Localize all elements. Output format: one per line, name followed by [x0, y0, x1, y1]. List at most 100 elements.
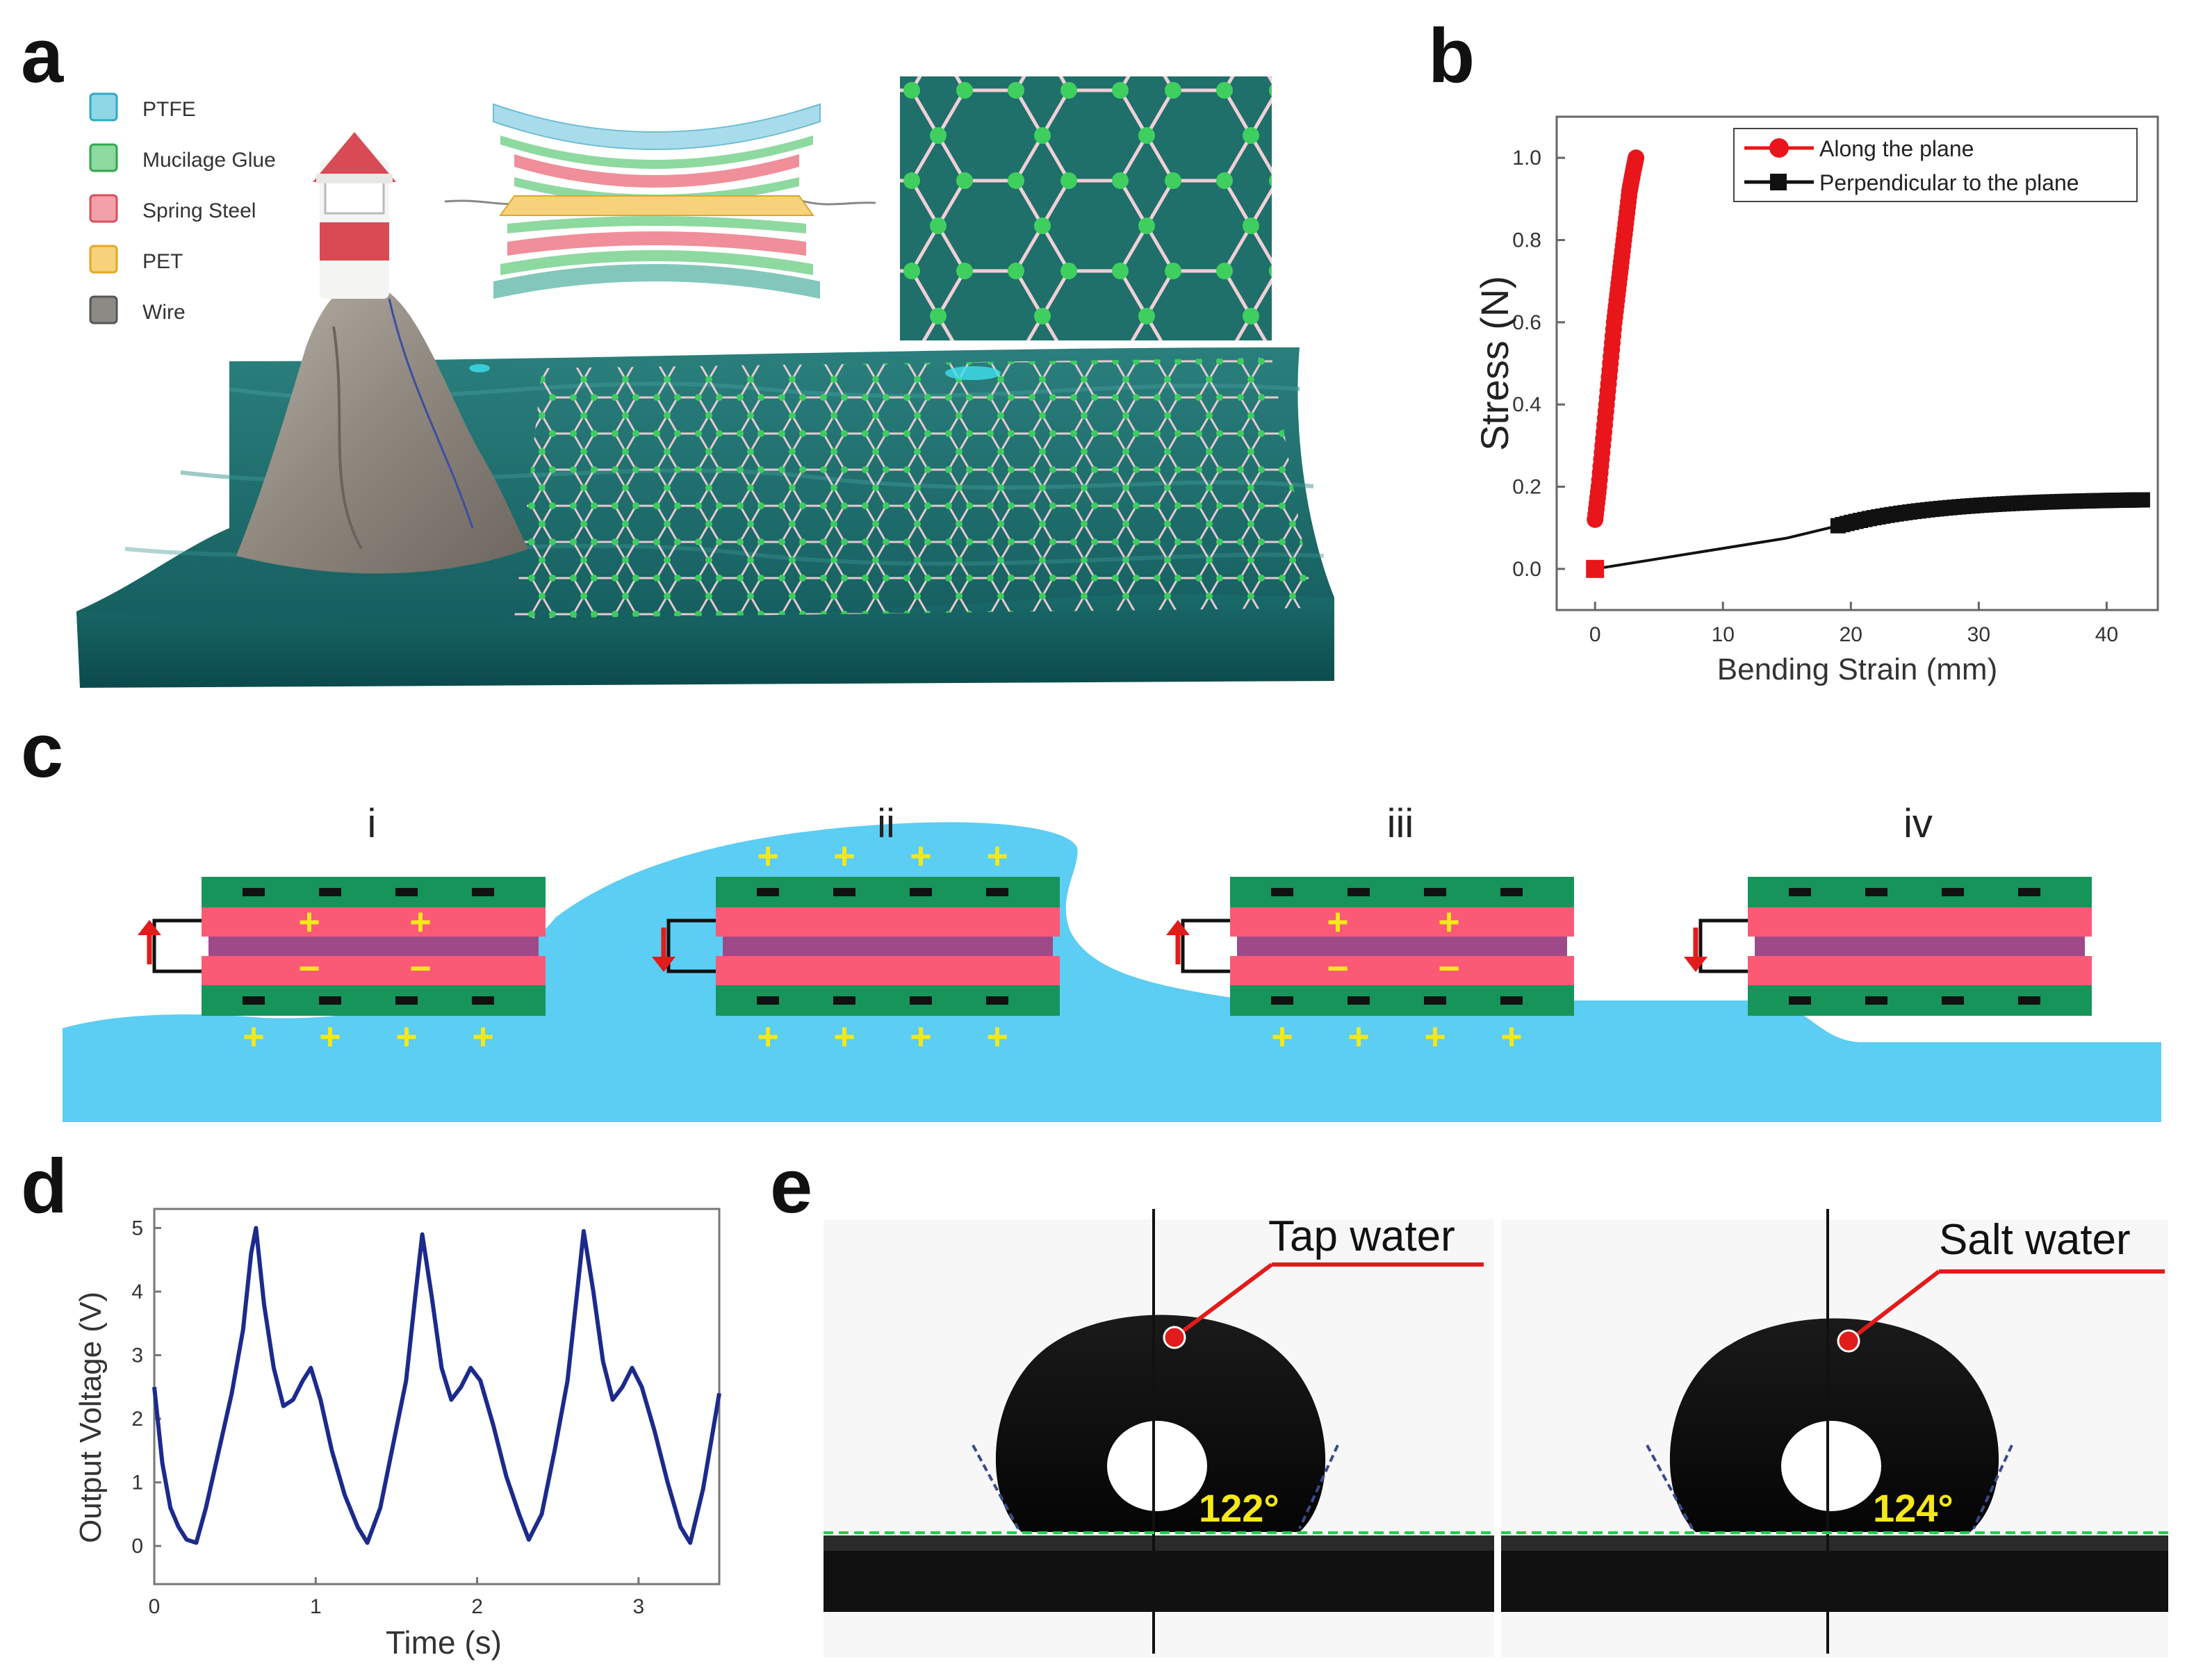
stage-iv: iv [1684, 801, 2092, 1016]
minus-charge: − [1438, 948, 1460, 989]
charge-bar [986, 996, 1008, 1005]
data-point-along [1628, 149, 1645, 167]
voltage-trace [152, 1226, 721, 1545]
charge-bar [1789, 996, 1811, 1005]
plot-frame [1555, 115, 2159, 611]
y-tick-label: 3 [131, 1344, 143, 1367]
charge-bar [319, 888, 341, 896]
liquid-label-tap: Tap water [1268, 1212, 1455, 1260]
y-axis-label: Stress (N) [1473, 276, 1516, 451]
contact-angle-photo-tap: Tap water 122° [824, 1209, 1494, 1657]
plus-charge: + [986, 1016, 1008, 1057]
liquid-label-salt: Salt water [1939, 1216, 2131, 1264]
steel-layer-bottom [1748, 956, 2092, 985]
plus-charge: + [409, 901, 432, 943]
charge-bar [243, 996, 265, 1005]
pet-layer [208, 937, 539, 956]
stage-iii: iii++−−++++ [1166, 801, 1574, 1057]
plus-charge: + [757, 835, 779, 877]
x-tick-label: 1 [310, 1595, 322, 1618]
panel-label-d: d [21, 1144, 67, 1229]
minus-charge: − [298, 948, 320, 989]
panel-label-e: e [770, 1144, 812, 1229]
plus-charge: + [1424, 1016, 1446, 1057]
legend-label: Wire [142, 301, 186, 324]
stage-label: iii [1387, 801, 1414, 846]
charge-bar [395, 888, 418, 896]
stage-i: i++−−++++ [138, 801, 546, 1057]
steel-layer-bottom [1230, 956, 1574, 985]
contact-angle-tap: 122° [1199, 1486, 1279, 1530]
water-wave [63, 822, 2161, 1122]
arrow-head [652, 957, 675, 972]
legend-item-mucilage-glue: Mucilage Glue [89, 143, 276, 172]
legend-item-pet: PET [89, 245, 183, 274]
charge-bar [319, 996, 341, 1005]
plus-charge: + [1438, 901, 1460, 943]
x-tick-label: 2 [471, 1595, 483, 1618]
charge-bar [757, 888, 779, 896]
y-tick-label: 0.4 [1512, 393, 1541, 416]
minus-charge: − [409, 948, 432, 989]
charge-bar [1271, 888, 1293, 896]
charge-bar [472, 888, 494, 896]
charge-bar [395, 996, 418, 1005]
external-circuit [152, 919, 202, 973]
x-tick-label: 10 [1712, 623, 1735, 646]
charge-bar [1942, 888, 1964, 896]
charge-bar [757, 996, 779, 1005]
mountain-icon [236, 283, 528, 574]
layer-stack-exploded [444, 103, 876, 299]
plot-frame [153, 1208, 721, 1586]
y-tick-label: 5 [131, 1217, 143, 1240]
external-circuit [1181, 919, 1230, 973]
hexagon-inset [900, 76, 1272, 340]
legend-box [1733, 128, 2138, 202]
steel-layer-bottom [716, 956, 1060, 985]
contact-angle-salt: 124° [1873, 1486, 1953, 1530]
x-tick-label: 0 [1589, 623, 1601, 646]
legend-marker-along [1769, 138, 1789, 158]
hexagonal-mesh [514, 358, 1313, 618]
arrow-head [1684, 957, 1707, 972]
stage-ii: ii++++++++ [652, 801, 1060, 1057]
legend-label: PTFE [142, 98, 196, 121]
pet-layer [1237, 937, 1567, 956]
pet-layer [723, 937, 1053, 956]
y-axis-label: Output Voltage (V) [74, 1292, 108, 1543]
charge-bar [833, 996, 855, 1005]
arrow-head [138, 920, 161, 935]
charge-bar [243, 888, 265, 896]
plus-charge: + [833, 1016, 855, 1057]
x-axis-label: Bending Strain (mm) [1717, 652, 1997, 686]
plus-charge: + [243, 1016, 265, 1057]
plus-charge: + [910, 1016, 932, 1057]
charge-bar [1942, 996, 1964, 1005]
x-axis-label: Time (s) [386, 1624, 502, 1661]
charge-bar [1424, 996, 1446, 1005]
pet-layer [1755, 937, 2085, 956]
charge-bar [2018, 888, 2040, 896]
plus-charge: + [833, 835, 855, 877]
steel-layer-top [202, 907, 546, 937]
steel-layer-top [1230, 907, 1574, 937]
steel-layer-top [716, 907, 1060, 937]
charge-bar [1500, 888, 1523, 896]
arrow-head [1166, 920, 1190, 935]
legend-item-ptfe: PTFE [89, 92, 196, 122]
charge-bar [1348, 996, 1370, 1005]
plus-charge: + [1348, 1016, 1370, 1057]
data-point-perpendicular [2134, 492, 2150, 508]
y-tick-label: 0 [131, 1535, 143, 1558]
plus-charge: + [910, 835, 932, 877]
legend-item-spring-steel: Spring Steel [89, 194, 256, 223]
plus-charge: + [1500, 1016, 1523, 1057]
legend-marker-perpendicular [1770, 174, 1787, 190]
charge-bar [1789, 888, 1811, 896]
material-legend: PTFE Mucilage Glue Spring Steel PET Wire [89, 92, 276, 324]
y-tick-label: 0.6 [1512, 311, 1541, 334]
charge-bar [1271, 996, 1293, 1005]
y-tick-label: 2 [131, 1408, 143, 1431]
